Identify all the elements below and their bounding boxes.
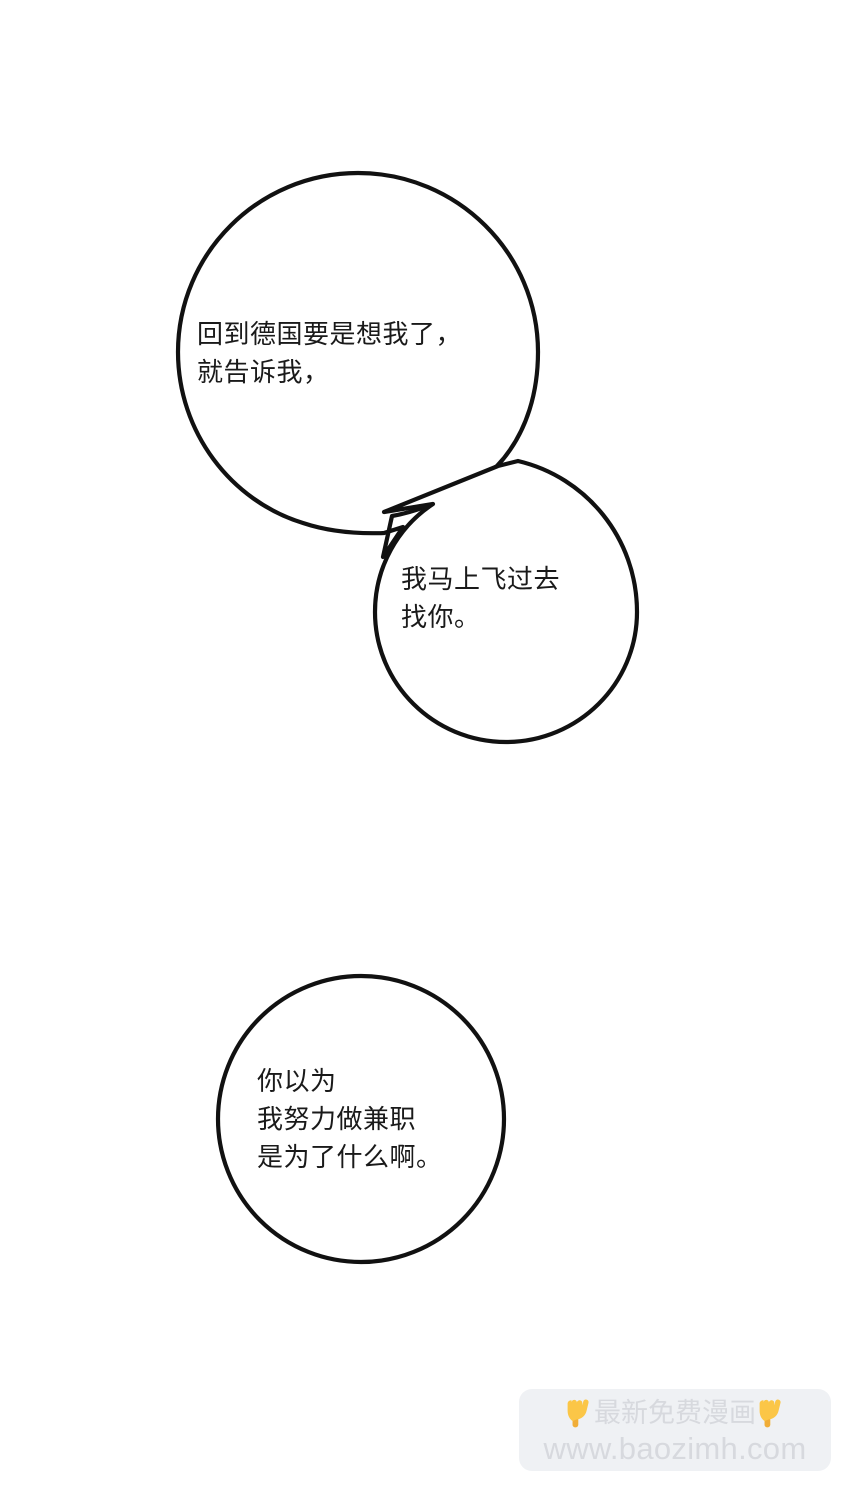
watermark-badge[interactable]: 最新免费漫画 www.baozimh.com bbox=[519, 1389, 831, 1471]
pointing-down-hand-icon-left bbox=[567, 1399, 589, 1428]
bubble-2-text: 我马上飞过去 找你。 bbox=[401, 564, 561, 632]
watermark-url-text[interactable]: www.baozimh.com bbox=[543, 1431, 807, 1466]
bubble-3-text: 你以为 我努力做兼职 是为了什么啊。 bbox=[257, 1066, 443, 1172]
pointing-down-hand-icon-right bbox=[759, 1399, 781, 1428]
watermark-promo-row: 最新免费漫画 bbox=[566, 1394, 784, 1432]
watermark-promo-text: 最新免费漫画 bbox=[594, 1398, 756, 1428]
bubble-1-text: 回到德国要是想我了， 就告诉我， bbox=[197, 319, 463, 387]
